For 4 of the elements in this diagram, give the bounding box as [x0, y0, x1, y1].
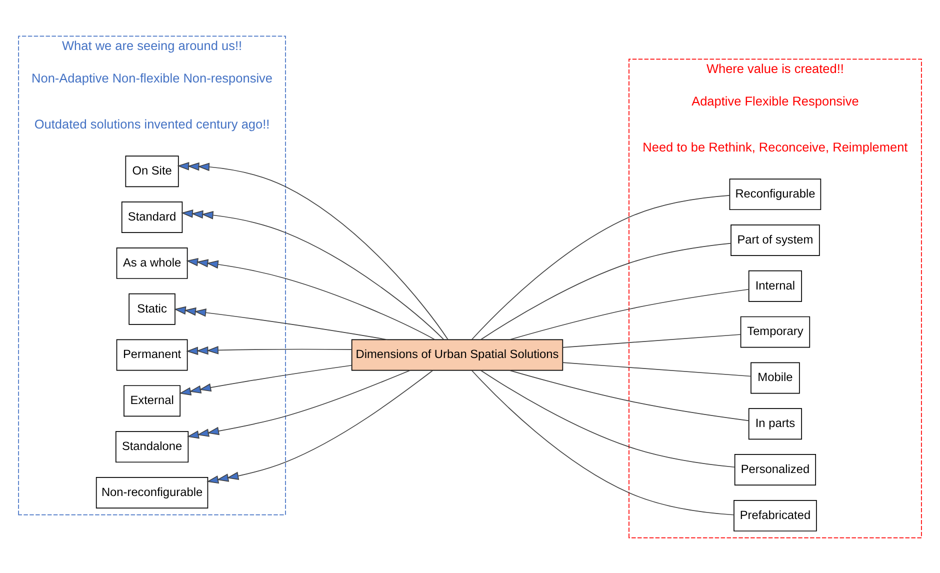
label: Outdated solutions invented century ago!!: [34, 116, 270, 131]
label: Adaptive Flexible Responsive: [692, 92, 859, 108]
label: Need to be Rethink, Reconceive, Reimplement: [642, 138, 908, 154]
label: Non-Adaptive Non-flexible Non-responsive: [32, 70, 273, 86]
